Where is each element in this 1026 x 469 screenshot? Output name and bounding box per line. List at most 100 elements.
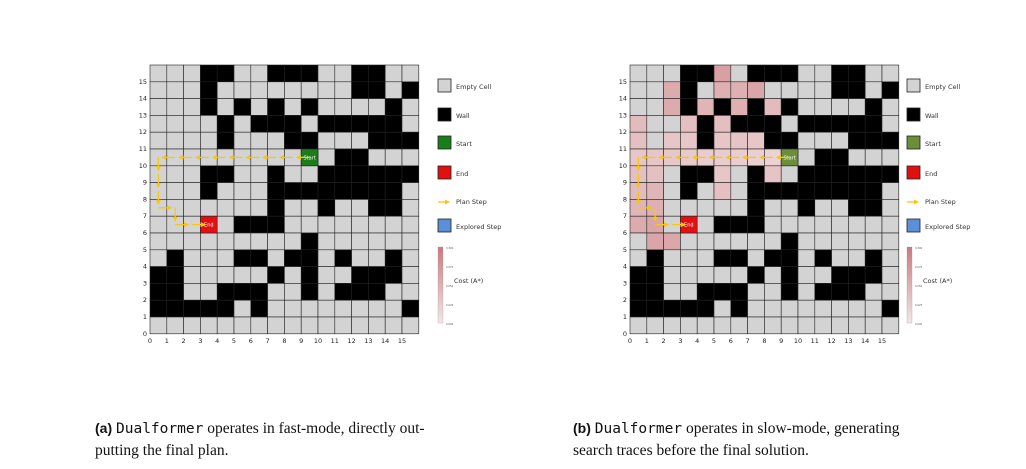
empty-cell <box>216 316 235 335</box>
x-tick-label: 12 <box>347 337 355 345</box>
empty-cell <box>831 199 849 217</box>
wall-cell <box>300 232 319 251</box>
empty-cell <box>663 165 681 183</box>
wall-cell <box>166 283 184 301</box>
empty-cell <box>284 98 302 116</box>
empty-cell <box>267 283 285 301</box>
wall-cell <box>284 115 302 133</box>
empty-cell <box>183 316 201 335</box>
empty-cell <box>814 98 832 116</box>
y-tick-label: 9 <box>623 179 627 187</box>
empty-cell <box>149 232 168 251</box>
wall-cell <box>663 299 681 318</box>
wall-cell <box>848 266 866 284</box>
colorbar-tick-label: 0.300 <box>915 246 923 250</box>
wall-cell <box>730 249 748 267</box>
caption-text: operates in slow-mode, generating <box>682 420 900 437</box>
wall-cell <box>267 182 285 200</box>
wall-cell <box>831 64 849 83</box>
wall-cell <box>384 182 403 200</box>
wall-cell <box>368 64 386 83</box>
empty-cell <box>216 266 235 284</box>
legend-label: Plan Step <box>456 198 487 206</box>
empty-cell <box>629 316 648 335</box>
caption-text: operates in fast-mode, directly out- <box>203 420 425 437</box>
y-tick-label: 4 <box>143 263 147 271</box>
empty-cell <box>730 316 748 335</box>
x-tick-label: 9 <box>779 337 783 345</box>
wall-cell <box>284 182 302 200</box>
empty-cell <box>646 232 664 251</box>
wall-cell <box>646 249 664 267</box>
empty-cell <box>730 266 748 284</box>
wall-cell <box>864 165 883 183</box>
wall-cell <box>334 182 352 200</box>
empty-cell <box>814 266 832 284</box>
wall-cell <box>250 283 268 301</box>
wall-cell <box>200 98 218 116</box>
wall-cell <box>747 115 765 133</box>
wall-cell <box>881 299 900 318</box>
wall-cell <box>780 98 799 116</box>
empty-cell <box>764 98 782 116</box>
empty-cell <box>696 232 715 251</box>
empty-cell <box>300 299 319 318</box>
x-tick-label: 15 <box>878 337 886 345</box>
empty-cell <box>334 131 352 150</box>
wall-cell <box>780 182 799 200</box>
empty-cell <box>351 215 369 234</box>
empty-cell <box>200 249 218 267</box>
empty-cell <box>831 299 849 318</box>
empty-cell <box>814 199 832 217</box>
wall-cell <box>384 165 403 183</box>
empty-cell <box>629 98 648 116</box>
empty-cell <box>250 165 268 183</box>
empty-cell <box>663 131 681 150</box>
empty-cell <box>696 215 715 234</box>
empty-cell <box>183 165 201 183</box>
colorbar-tick-label: 0.300 <box>446 246 454 250</box>
caption-tag: (a) <box>95 420 113 436</box>
empty-cell <box>149 316 168 335</box>
y-tick-label: 0 <box>623 330 627 338</box>
empty-cell <box>183 115 201 133</box>
empty-cell <box>334 199 352 217</box>
wall-cell <box>696 283 715 301</box>
wall-cell <box>831 266 849 284</box>
y-tick-label: 14 <box>619 95 627 103</box>
wall-cell <box>401 165 420 183</box>
empty-cell <box>864 215 883 234</box>
empty-cell <box>848 215 866 234</box>
empty-cell <box>250 266 268 284</box>
wall-cell <box>696 115 715 133</box>
empty-cell <box>317 81 336 99</box>
wall-cell <box>250 215 268 234</box>
empty-cell <box>166 232 184 251</box>
empty-cell <box>629 249 648 267</box>
empty-cell <box>713 64 732 83</box>
caption-text: search traces before the final solution. <box>573 442 809 459</box>
empty-cell <box>730 232 748 251</box>
y-tick-label: 15 <box>139 78 147 86</box>
wall-cell <box>200 81 218 99</box>
x-tick-label: 0 <box>148 337 152 345</box>
empty-cell <box>730 131 748 150</box>
wall-cell <box>149 299 168 318</box>
empty-cell <box>334 64 352 83</box>
empty-cell <box>351 199 369 217</box>
x-tick-label: 1 <box>165 337 169 345</box>
wall-cell <box>267 98 285 116</box>
y-tick-label: 1 <box>143 313 147 321</box>
empty-cell <box>233 131 252 150</box>
wall-cell <box>284 131 302 150</box>
empty-cell <box>368 215 386 234</box>
legend-label: Empty Cell <box>925 83 960 91</box>
empty-cell <box>797 283 816 301</box>
wall-cell <box>300 98 319 116</box>
empty-cell <box>646 115 664 133</box>
empty-cell <box>696 249 715 267</box>
y-tick-label: 15 <box>619 78 627 86</box>
empty-cell <box>797 299 816 318</box>
wall-cell <box>680 64 698 83</box>
wall-cell <box>864 199 883 217</box>
